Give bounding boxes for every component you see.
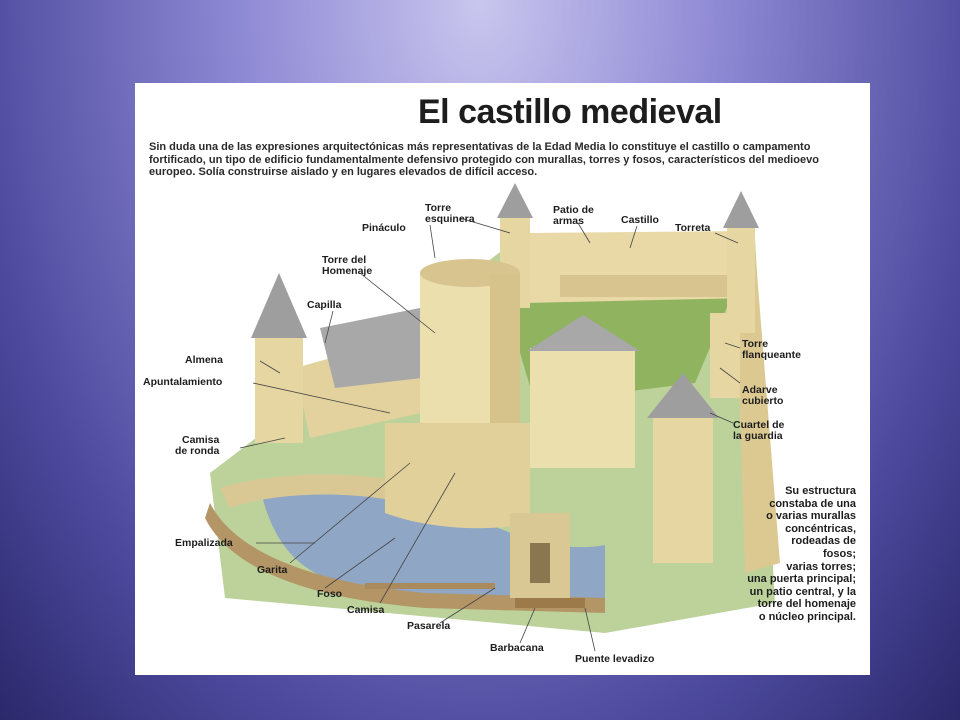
front-right-tower: [653, 413, 713, 563]
label-garita: Garita: [257, 564, 288, 576]
keep-ring: [385, 423, 530, 529]
label-camisa: Camisa: [347, 604, 385, 616]
footbridge: [365, 583, 495, 589]
arcade: [560, 275, 730, 297]
structure-description: Su estructura constaba de una o varias m…: [747, 485, 856, 623]
label-almena: Almena: [185, 354, 223, 366]
label-empalizada: Empalizada: [175, 537, 233, 549]
leader-lines: [239, 217, 741, 652]
front-right-tower-roof: [647, 373, 719, 418]
label-pinaculo: Pináculo: [362, 222, 406, 234]
label-cuartel-de-la-guardia: Cuartel de la guardia: [733, 419, 785, 442]
label-patio-de-armas: Patio de armas: [553, 204, 594, 227]
left-tower-roof: [251, 273, 307, 338]
label-pasarela: Pasarela: [407, 620, 451, 632]
label-apuntalamiento: Apuntalamiento: [143, 376, 223, 388]
label-torre-flanqueante: Torre flanqueante: [742, 338, 801, 361]
label-camisa-de-ronda: Camisa de ronda: [175, 434, 220, 457]
intro-paragraph: Sin duda una de las expresiones arquitec…: [149, 141, 819, 178]
label-torre-del-homenaje: Torre del Homenaje: [322, 254, 373, 277]
back-right-tower-roof: [723, 191, 759, 228]
label-barbacana: Barbacana: [490, 642, 544, 654]
palace: [530, 348, 635, 468]
page-title: El castillo medieval: [418, 93, 722, 131]
back-left-tower-roof: [497, 183, 533, 218]
label-torreta: Torreta: [675, 222, 711, 234]
label-foso: Foso: [317, 588, 343, 600]
label-puente-levadizo: Puente levadizo: [575, 653, 655, 665]
palisade: [205, 503, 605, 613]
label-castillo: Castillo: [621, 214, 659, 226]
drawbridge: [515, 598, 585, 608]
label-capilla: Capilla: [307, 299, 342, 311]
label-torre-esquinera: Torre esquinera: [425, 202, 475, 225]
flanking-tower: [710, 313, 740, 398]
left-tower: [255, 333, 303, 443]
slide-image: El castillo medieval Sin duda una de las…: [135, 83, 870, 675]
castle-illustration: [205, 183, 780, 652]
palace-roof: [527, 315, 640, 351]
label-adarve-cubierto: Adarve cubierto: [742, 384, 784, 407]
gate-arch: [530, 543, 550, 583]
